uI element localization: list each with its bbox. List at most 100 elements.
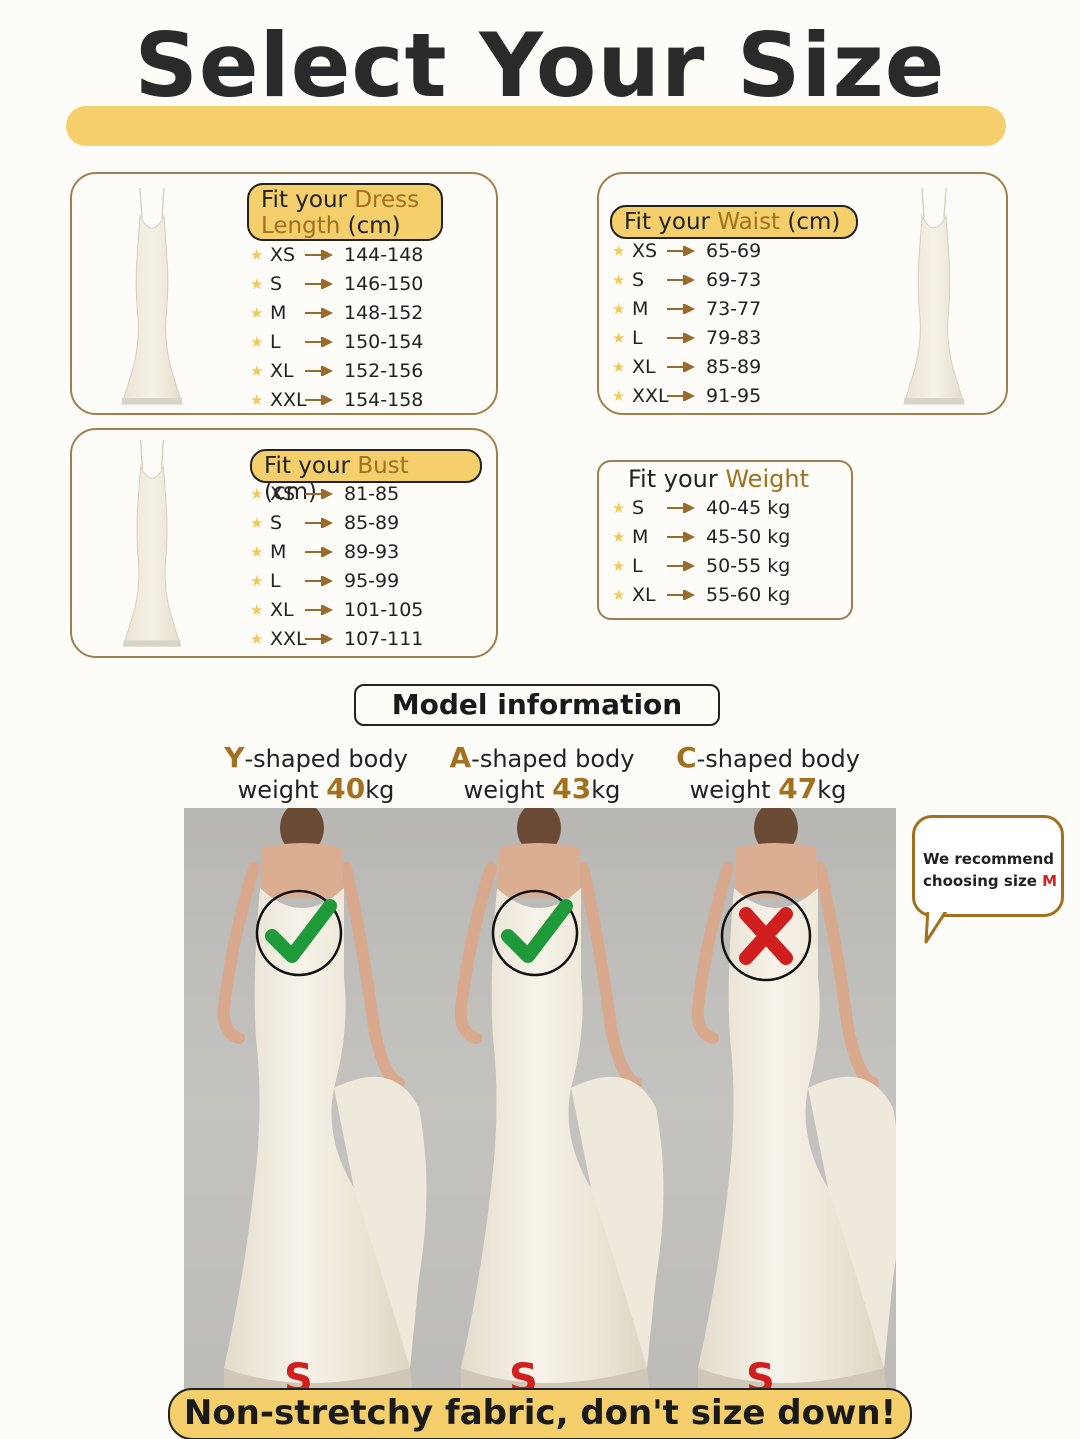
dress-length-title: Fit your Dress Length (cm) xyxy=(247,183,443,241)
star-icon: ★ xyxy=(250,390,264,409)
star-icon: ★ xyxy=(250,629,264,648)
size-value: 89-93 xyxy=(344,540,400,563)
title-suffix: (cm) xyxy=(780,209,841,235)
arrow-icon xyxy=(667,332,695,343)
body-shape: -shaped body xyxy=(471,745,635,773)
weight-value: 47 xyxy=(778,772,818,805)
star-icon: ★ xyxy=(612,241,626,260)
size-value: 65-69 xyxy=(706,239,762,262)
size-label: M xyxy=(632,297,649,320)
body-letter: A xyxy=(449,741,472,774)
recommend-line1: We recommend xyxy=(923,850,1055,868)
star-icon: ★ xyxy=(612,527,626,546)
size-label: XXL xyxy=(270,388,307,411)
title-prefix: Fit your xyxy=(264,453,358,479)
dress-icon xyxy=(118,188,186,408)
title-suffix: (cm) xyxy=(340,213,401,239)
star-icon: ★ xyxy=(612,299,626,318)
size-value: 154-158 xyxy=(344,388,424,411)
arrow-icon xyxy=(667,361,695,372)
dress-icon xyxy=(900,188,968,408)
checkmark-icon xyxy=(255,889,343,977)
weight-prefix: weight xyxy=(463,776,553,804)
star-icon: ★ xyxy=(612,386,626,405)
title-prefix: Fit your xyxy=(624,209,718,235)
size-value: 146-150 xyxy=(344,272,424,295)
star-icon: ★ xyxy=(250,245,264,264)
size-label: S xyxy=(270,511,283,534)
star-icon: ★ xyxy=(250,600,264,619)
title-accent: Bust xyxy=(357,453,409,479)
weight-value: 40 xyxy=(326,772,366,805)
title-prefix: Fit your xyxy=(261,187,355,213)
star-icon: ★ xyxy=(612,498,626,517)
size-row: ★ S 40-45 kg xyxy=(612,493,790,522)
size-value: 50-55 kg xyxy=(706,554,791,577)
recommend-bubble: We recommend choosing size M xyxy=(912,815,1064,917)
arrow-icon xyxy=(667,560,695,571)
star-icon: ★ xyxy=(612,270,626,289)
size-value: 107-111 xyxy=(344,627,424,650)
recommend-size: M xyxy=(1042,872,1058,890)
title-prefix: Fit your xyxy=(628,465,726,493)
size-value: 55-60 kg xyxy=(706,583,791,606)
size-value: 144-148 xyxy=(344,243,424,266)
arrow-icon xyxy=(305,575,333,586)
size-label: L xyxy=(632,554,643,577)
weight-unit: kg xyxy=(591,776,621,804)
size-value: 101-105 xyxy=(344,598,424,621)
weight-unit: kg xyxy=(817,776,847,804)
size-label: M xyxy=(270,301,287,324)
arrow-icon xyxy=(305,365,333,376)
size-label: S xyxy=(270,272,283,295)
arrow-icon xyxy=(667,531,695,542)
arrow-icon xyxy=(667,303,695,314)
size-row: ★ XXL 91-95 xyxy=(612,381,761,410)
weight-unit: kg xyxy=(365,776,395,804)
size-label: S xyxy=(632,496,645,519)
size-value: 150-154 xyxy=(344,330,424,353)
size-value: 40-45 kg xyxy=(706,496,791,519)
arrow-icon xyxy=(667,502,695,513)
weight-prefix: weight xyxy=(237,776,327,804)
star-icon: ★ xyxy=(612,585,626,604)
size-label: XL xyxy=(632,583,656,606)
title-accent: Waist xyxy=(717,209,781,235)
size-value: 95-99 xyxy=(344,569,400,592)
arrow-icon xyxy=(305,517,333,528)
size-label: M xyxy=(270,540,287,563)
size-label: XXL xyxy=(632,384,669,407)
size-label: L xyxy=(270,330,281,353)
size-row: ★ M 73-77 xyxy=(612,294,761,323)
title-suffix: (cm) xyxy=(264,479,317,505)
size-value: 79-83 xyxy=(706,326,762,349)
size-row: ★ XXL 154-158 xyxy=(250,385,423,414)
size-label: XL xyxy=(270,359,294,382)
size-label: L xyxy=(632,326,643,349)
star-icon: ★ xyxy=(250,513,264,532)
size-value: 152-156 xyxy=(344,359,424,382)
size-row: ★ XS 65-69 xyxy=(612,236,761,265)
weight-prefix: weight xyxy=(689,776,779,804)
arrow-icon xyxy=(305,278,333,289)
bubble-tail-icon xyxy=(924,908,952,944)
body-letter: Y xyxy=(224,741,245,774)
size-label: XS xyxy=(632,239,658,262)
bust-title: Fit your Bust (cm) xyxy=(250,449,482,505)
size-value: 85-89 xyxy=(706,355,762,378)
size-value: 91-95 xyxy=(706,384,762,407)
arrow-icon xyxy=(667,390,695,401)
star-icon: ★ xyxy=(612,357,626,376)
size-value: 73-77 xyxy=(706,297,762,320)
